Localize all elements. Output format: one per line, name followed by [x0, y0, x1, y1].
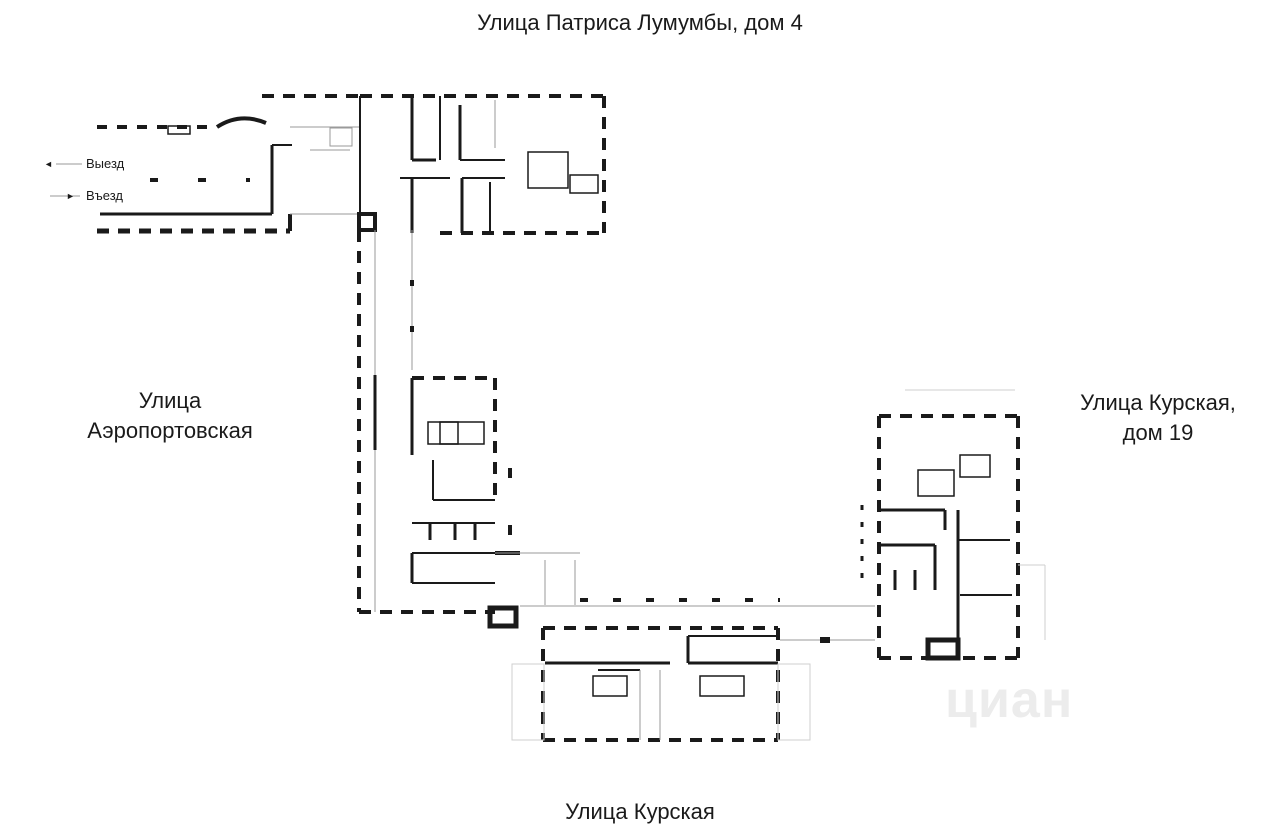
street-label-left-line2: Аэропортовская	[87, 418, 253, 443]
west-wing	[357, 212, 580, 629]
south-building	[511, 626, 811, 742]
south-corridor	[520, 598, 875, 643]
parking-block	[97, 116, 360, 234]
entry-arrow-icon: ►	[66, 191, 75, 201]
exit-arrow-icon: ◄	[44, 159, 53, 169]
entry-label: Въезд	[86, 188, 124, 203]
street-label-right: Улица Курская, дом 19	[1046, 388, 1270, 448]
east-building	[860, 389, 1046, 661]
street-label-left: Улица Аэропортовская	[60, 386, 280, 446]
street-label-right-line1: Улица Курская,	[1080, 390, 1236, 415]
street-label-bottom: Улица Курская	[565, 799, 715, 824]
street-label-top: Улица Патриса Лумумбы, дом 4	[477, 10, 803, 35]
street-label-right-line2: дом 19	[1122, 420, 1194, 445]
exit-label: Выезд	[86, 156, 125, 171]
street-label-left-line1: Улица	[138, 388, 202, 413]
cian-watermark-logo: циан	[945, 671, 1074, 729]
north-building	[262, 94, 606, 235]
